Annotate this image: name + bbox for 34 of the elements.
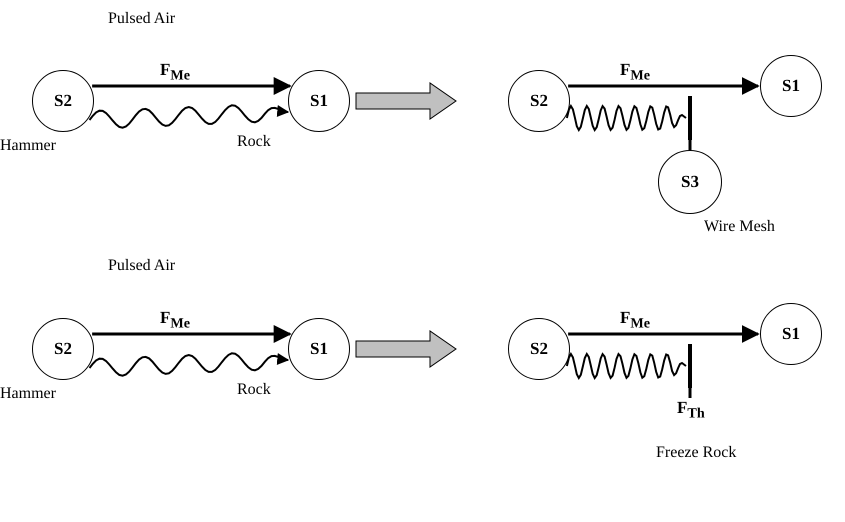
substance-circle: S3 [658,150,722,214]
substance-circle: S2 [32,318,94,380]
caption-text: Hammer [0,137,56,155]
arrow [568,325,760,343]
edge-label: F$_{Me}$ [620,60,650,84]
substance-circle: S1 [760,303,822,365]
edge-label: F$_{Me}$ [160,308,190,332]
block-arrow [356,330,457,368]
connector-line [688,140,692,150]
field-label: Pulsed Air [108,257,176,275]
caption-text: Freeze Rock [656,444,736,462]
edge-label: F$_{Me}$ [160,60,190,84]
connector-line [688,388,692,398]
caption-text: Rock [237,133,271,151]
blocking-bar [688,344,692,388]
edge-label: F$_{Me}$ [620,308,650,332]
arrow [92,325,292,343]
substance-circle: S2 [508,70,570,132]
blocking-bar [688,96,692,140]
force-label: F$_{Th}$ [677,398,707,422]
substance-circle: S2 [508,318,570,380]
substance-circle: S1 [760,55,822,117]
wavy-arrow [88,104,290,129]
arrow [568,77,760,95]
substance-circle: S1 [288,70,350,132]
substance-circle: S1 [288,318,350,380]
substance-circle: S2 [32,70,94,132]
wavy-arrow [88,352,290,377]
arrow [92,77,292,95]
caption-text: Hammer [0,385,56,403]
field-label: Pulsed Air [108,10,176,28]
caption-text: Rock [237,381,271,399]
caption-text: Wire Mesh [704,218,775,236]
block-arrow [356,82,457,120]
